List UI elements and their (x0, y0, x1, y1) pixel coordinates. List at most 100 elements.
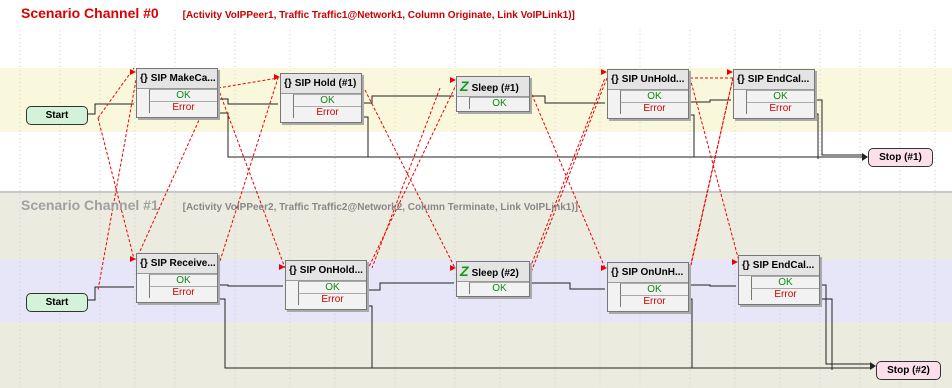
error-port[interactable]: Error (149, 101, 217, 113)
channel-1-stop-node[interactable]: Stop (#2) (876, 361, 941, 380)
channel-0-step-sip-make-call[interactable]: {}SIP MakeCa... OK Error (136, 68, 218, 118)
step-header: {}SIP OnUnH... (608, 263, 688, 283)
sync-arrow-icon (601, 69, 607, 75)
error-port[interactable]: Error (298, 293, 366, 305)
flow-connector (530, 95, 605, 104)
ok-port[interactable]: OK (469, 97, 529, 109)
flow-connector (820, 298, 833, 370)
error-port[interactable]: Error (751, 288, 819, 300)
channel-0-stop-node[interactable]: Stop (#1) (868, 148, 933, 167)
flow-connector (815, 99, 862, 156)
step-label: Sleep (#1) (471, 83, 519, 94)
channel-1-step-sip-receive[interactable]: {}SIP Receive... OK Error (136, 253, 218, 303)
sync-connector (217, 77, 279, 89)
ok-port[interactable]: OK (149, 89, 217, 101)
channel-0-footer-band (0, 132, 952, 192)
step-header: {}SIP Hold (#1) (281, 74, 361, 94)
channel-divider (0, 191, 952, 193)
flow-connector (86, 103, 134, 115)
channel-1-info: [Activity VoIPPeer2, Traffic Traffic2@Ne… (182, 202, 579, 213)
script-braces-icon: {} (742, 260, 750, 271)
channel-1-name: Scenario Channel #1 (21, 197, 159, 213)
ok-port[interactable]: OK (469, 282, 529, 294)
channel-0-step-sip-end-call[interactable]: {}SIP EndCal... OK Error (733, 69, 815, 119)
sync-connector (364, 84, 457, 276)
error-port[interactable]: Error (620, 295, 688, 307)
channel-1-step-sip-onhold[interactable]: {}SIP OnHold... OK Error (285, 260, 367, 310)
arrowhead-icon (862, 153, 868, 161)
script-braces-icon: {} (289, 265, 297, 276)
sync-connector (97, 79, 137, 291)
flow-connector (815, 113, 819, 159)
sync-connector (529, 77, 608, 276)
flow-connector (218, 284, 283, 287)
ok-port[interactable]: OK (751, 276, 819, 288)
step-label: SIP UnHold... (621, 74, 685, 85)
channel-1-step-sip-end-call[interactable]: {}SIP EndCal... OK Error (738, 255, 820, 305)
error-port[interactable]: Error (620, 102, 688, 114)
sync-arrow-icon (450, 265, 456, 271)
flow-connector (689, 284, 736, 287)
sync-connector (364, 89, 456, 269)
channel-0-info: [Activity VoIPPeer1, Traffic Traffic1@Ne… (182, 10, 575, 21)
step-header: {}SIP Receive... (137, 254, 217, 274)
sync-arrow-icon (450, 77, 456, 83)
channel-0-start-node[interactable]: Start (26, 106, 88, 125)
sync-arrow-icon (130, 256, 136, 262)
sync-connector (97, 67, 135, 119)
channel-0-title: Scenario Channel #0 [Activity VoIPPeer1,… (21, 5, 575, 21)
step-header: {}SIP MakeCa... (137, 69, 217, 89)
flow-connector (218, 112, 862, 158)
ok-port[interactable]: OK (298, 281, 366, 293)
channel-1-header-band (0, 192, 952, 260)
error-port[interactable]: Error (149, 286, 217, 298)
flow-connector (689, 298, 693, 368)
sync-connector (689, 77, 734, 271)
step-header: {}SIP OnHold... (286, 261, 366, 281)
sync-connector (689, 77, 741, 266)
sync-connector (689, 77, 734, 269)
error-port[interactable]: Error (293, 106, 361, 118)
flow-connector (689, 99, 731, 103)
step-label: SIP OnUnH... (621, 267, 684, 278)
flow-connector (362, 95, 454, 104)
ok-port[interactable]: OK (620, 90, 688, 102)
step-header: {}SIP EndCal... (739, 256, 819, 276)
sync-arrow-icon (130, 69, 136, 75)
sync-connector (219, 77, 279, 262)
channel-0-step-sip-hold[interactable]: {}SIP Hold (#1) OK Error (280, 73, 362, 123)
error-port[interactable]: Error (746, 102, 814, 114)
flow-connector (530, 282, 605, 290)
channel-1-footer-band (0, 322, 952, 388)
ok-port[interactable]: OK (620, 283, 688, 295)
step-label: SIP EndCal... (747, 74, 810, 85)
ok-port[interactable]: OK (746, 90, 814, 102)
script-braces-icon: {} (737, 74, 745, 85)
channel-1-start-node[interactable]: Start (26, 293, 88, 312)
script-braces-icon: {} (611, 74, 619, 85)
flow-connector (218, 98, 278, 105)
step-label: SIP EndCal... (752, 260, 815, 271)
step-label: SIP OnHold... (299, 265, 363, 276)
ok-port[interactable]: OK (293, 94, 361, 106)
sync-connector (529, 77, 606, 269)
step-label: SIP MakeCa... (150, 73, 216, 84)
sync-arrow-icon (732, 259, 738, 265)
flow-connector (367, 282, 454, 291)
channel-1-step-sip-onunhold[interactable]: {}SIP OnUnH... OK Error (607, 262, 689, 312)
script-braces-icon: {} (140, 73, 148, 84)
ok-port[interactable]: OK (149, 274, 217, 286)
flow-connector (820, 284, 870, 365)
script-braces-icon: {} (611, 267, 619, 278)
channel-0-step-sip-unhold[interactable]: {}SIP UnHold... OK Error (607, 69, 689, 119)
sync-arrow-icon (601, 265, 607, 271)
step-header: {}SIP UnHold... (608, 70, 688, 90)
step-label: Sleep (#2) (471, 268, 519, 279)
step-label: SIP Hold (#1) (294, 78, 357, 89)
